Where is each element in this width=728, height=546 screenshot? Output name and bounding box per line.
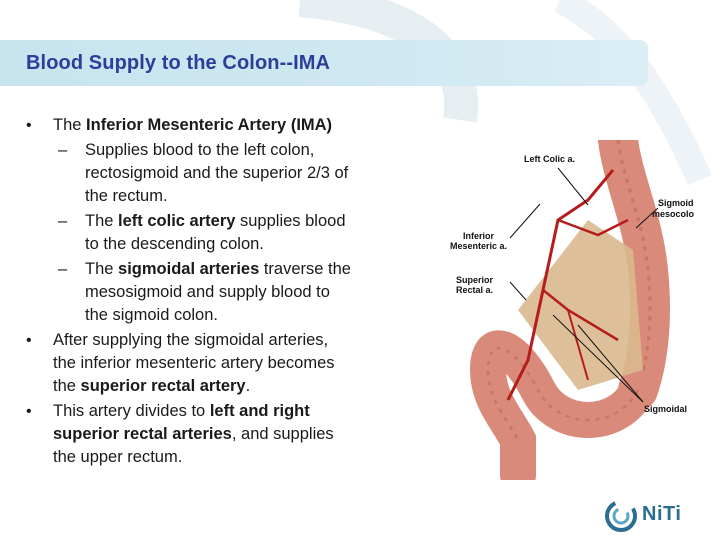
- bullet-text: The: [53, 116, 87, 134]
- sub-bullet-item: – The left colic artery supplies blood t…: [24, 210, 414, 256]
- bullet-item: • The Inferior Mesenteric Artery (IMA): [24, 114, 414, 137]
- label-inferior-2: Mesenteric a.: [450, 241, 508, 251]
- label-sigmoid-meso-2: mesocolo: [652, 209, 695, 219]
- sub-bullet-text: Supplies blood to the left colon,: [85, 141, 315, 159]
- bullet-list: • The Inferior Mesenteric Artery (IMA) –…: [24, 114, 414, 469]
- label-superior-2: Rectal a.: [456, 285, 494, 295]
- title-bar: Blood Supply to the Colon--IMA: [0, 40, 648, 86]
- bullet-text: .: [245, 377, 251, 395]
- bullet-bold-text: left and right: [209, 402, 310, 420]
- bullet-item: • This artery divides to left and right …: [24, 400, 414, 469]
- bullet-text: , and supplies: [231, 425, 334, 443]
- sub-bullet-text: mesosigmoid and supply blood to: [85, 283, 330, 301]
- bullet-item: • After supplying the sigmoidal arteries…: [24, 329, 414, 398]
- bullet-bold-text: superior rectal arteries: [53, 425, 232, 443]
- colon-anatomy-drawing: [469, 120, 670, 493]
- sub-bullet-text: traverse the: [259, 260, 351, 278]
- sub-bullet-item: – Supplies blood to the left colon, rect…: [24, 139, 414, 208]
- bullet-text: the: [53, 377, 81, 395]
- dash-icon: –: [58, 212, 68, 230]
- bullet-dot-icon: •: [26, 117, 32, 134]
- sub-bullet-text: The: [85, 212, 119, 230]
- sub-bullet-bold-text: left colic artery: [118, 212, 236, 230]
- niti-logo: NiTi: [604, 497, 704, 535]
- sub-bullet-text: supplies blood: [235, 212, 346, 230]
- label-sigmoid-meso-1: Sigmoid: [658, 198, 694, 208]
- slide-title: Blood Supply to the Colon--IMA: [26, 52, 331, 74]
- label-inferior-1: Inferior: [463, 231, 495, 241]
- bullet-text: After supplying the sigmoidal arteries,: [53, 331, 329, 349]
- bullet-bold-text: Inferior Mesenteric Artery (IMA): [86, 116, 333, 134]
- sub-bullet-text: The: [85, 260, 119, 278]
- colon-anatomy-illustration: Left Colic a. Sigmoid mesocolo Inferior …: [448, 120, 695, 493]
- label-left-colic: Left Colic a.: [524, 154, 576, 164]
- logo-text: NiTi: [642, 503, 682, 525]
- logo-swirl-icon: [605, 500, 637, 532]
- bullet-dot-icon: •: [26, 403, 32, 420]
- sub-bullet-item: – The sigmoidal arteries traverse the me…: [24, 258, 414, 327]
- bullet-bold-text: superior rectal artery: [80, 377, 246, 395]
- sub-bullet-text: the sigmoid colon.: [85, 306, 218, 324]
- label-sigmoidal: Sigmoidal: [644, 404, 688, 414]
- label-superior-1: Superior: [456, 275, 494, 285]
- bullet-dot-icon: •: [26, 332, 32, 349]
- dash-icon: –: [58, 141, 68, 159]
- sub-bullet-text: to the descending colon.: [85, 235, 264, 253]
- sub-bullet-bold-text: sigmoidal arteries: [118, 260, 260, 278]
- bullet-text: the upper rectum.: [53, 448, 183, 466]
- sub-bullet-text: the rectum.: [85, 187, 168, 205]
- dash-icon: –: [58, 260, 68, 278]
- bullet-text: This artery divides to: [53, 402, 210, 420]
- sub-bullet-text: rectosigmoid and the superior 2/3 of: [85, 164, 349, 182]
- bullet-text: the inferior mesenteric artery becomes: [53, 354, 335, 372]
